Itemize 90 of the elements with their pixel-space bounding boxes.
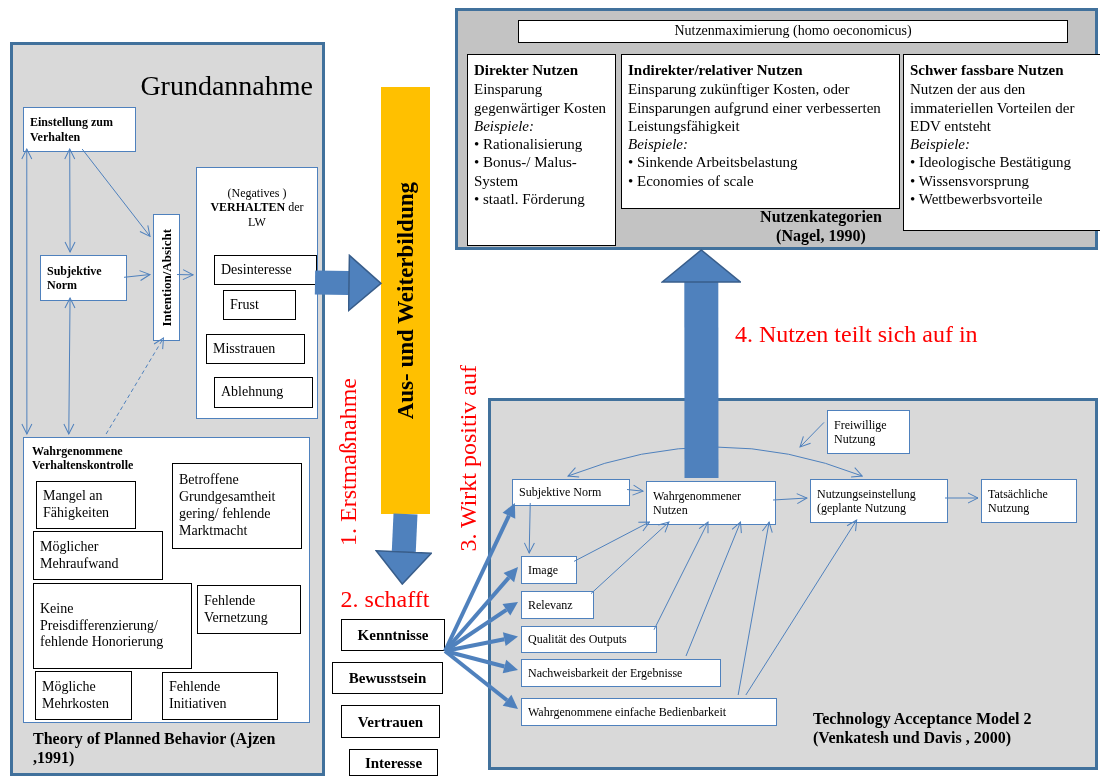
text-box: Fehlende Vernetzung <box>197 585 301 634</box>
text-box: Nachweisbarkeit der Ergebnisse <box>521 659 721 687</box>
examples-label: Beispiele: <box>474 116 535 136</box>
arrow <box>523 502 535 554</box>
category-heading: Indirekter/relativer Nutzen <box>628 61 804 80</box>
step-label: 4. Nutzen teilt sich auf in <box>735 322 978 346</box>
arrow <box>685 521 742 657</box>
text-box: Tatsächliche Nutzung <box>981 479 1077 523</box>
text-box: Nutzungseinstellung (geplante Nutzung <box>810 479 948 523</box>
text-box: Fehlende Initiativen <box>162 672 278 720</box>
text-box: Freiwillige Nutzung <box>827 410 910 454</box>
text-box: Desinteresse <box>214 255 317 285</box>
text-box: Intention/Absicht <box>153 214 180 341</box>
text-box: Subjektive Norm <box>512 479 630 506</box>
block-arrow <box>314 254 382 312</box>
group-box <box>196 167 318 419</box>
arrow <box>81 148 151 237</box>
arrow <box>737 521 773 696</box>
example-item: • Economies of scale <box>628 171 755 191</box>
panel-title: Grundannahme <box>139 69 313 103</box>
text-box: Subjektive Norm <box>40 255 127 301</box>
arrow <box>626 484 644 496</box>
text-box: Ablehnung <box>214 377 313 408</box>
text-box: Frust <box>223 290 296 320</box>
text-box: Wahrgenommene einfache Bedienbarkeit <box>521 698 777 726</box>
text-box: Möglicher Mehraufwand <box>33 531 163 580</box>
category-heading: Direkter Nutzen <box>474 61 579 80</box>
arrow <box>590 521 670 595</box>
example-item: • Ideologische Bestätigung <box>910 153 1073 172</box>
text-box: Mangel an Fähigkeiten <box>36 481 136 529</box>
example-item: • Bonus-/ Malus- System <box>474 153 578 191</box>
examples-label: Beispiele: <box>910 135 971 154</box>
example-item: • Wissensvorsprung <box>910 171 1030 191</box>
step-label: 2. schafft <box>331 584 439 614</box>
step-label: 3. Wirkt positiv auf <box>456 365 480 552</box>
arrow <box>64 148 76 253</box>
text-box: Vertrauen <box>341 705 440 738</box>
arrow <box>745 519 858 696</box>
example-item: • staatl. Förderung <box>474 190 586 209</box>
arrow <box>63 297 76 435</box>
category-box <box>467 54 616 246</box>
block-arrow <box>375 513 433 585</box>
model-panel <box>488 398 1098 770</box>
category-box <box>621 54 900 209</box>
arrow <box>21 148 33 435</box>
text-box: Mögliche Mehrkosten <box>35 671 132 720</box>
panel-caption: Theory of Planned Behavior (Ajzen ,1991) <box>33 729 277 768</box>
model-panel <box>10 42 325 776</box>
arrow <box>444 649 518 674</box>
text-box: Bewusstsein <box>332 662 443 694</box>
arrow <box>443 503 516 652</box>
text-box: Einstellung zum Verhalten <box>23 107 136 152</box>
example-item: • Sinkende Arbeitsbelastung <box>628 153 799 172</box>
category-heading: Schwer fassbare Nutzen <box>910 61 1065 80</box>
text-box: Kenntnisse <box>341 619 445 651</box>
panel-caption: Nutzenkategorien (Nagel, 1990) <box>759 207 883 246</box>
arrow <box>567 446 863 478</box>
example-item: • Wettbewerbsvorteile <box>910 190 1044 209</box>
arrow <box>772 493 808 505</box>
banner-bar: Aus- und Weiterbildung <box>381 87 430 514</box>
text-box: Misstrauen <box>206 334 305 364</box>
example-item: • Rationalisierung <box>474 135 584 154</box>
panel-caption: Technology Acceptance Model 2 (Venkatesh und Davis , 2000) <box>813 709 1033 748</box>
model-panel <box>455 8 1098 250</box>
arrow <box>176 269 194 281</box>
examples-label: Beispiele: <box>628 135 689 154</box>
step-label: 1. Erstmaßnahme <box>336 378 360 546</box>
text-box: Keine Preisdifferenzierung/ fehlende Honorierung <box>33 583 192 669</box>
category-description: Nutzen der aus den immateriellen Vorteilen der EDV entsteht <box>910 80 1076 136</box>
arrow <box>944 492 979 504</box>
group-box <box>23 437 310 723</box>
arrow <box>443 567 518 653</box>
arrow <box>443 649 518 709</box>
category-description: Einsparung zukünftiger Kosten, oder Einsparungen aufgrund einer verbesserten Leistungsfähigkeit <box>628 80 882 136</box>
group-heading: (Negatives ) VERHALTEN der LW <box>209 186 305 230</box>
arrow <box>653 521 709 631</box>
arrow <box>123 270 151 282</box>
category-box <box>903 54 1100 231</box>
category-description: Einsparung gegenwärtiger Kosten <box>474 80 608 117</box>
arrow <box>799 421 825 448</box>
text-box: Qualität des Outputs <box>521 626 657 653</box>
group-heading: Wahrgenommene Verhaltenskontrolle <box>32 444 135 473</box>
text-box: Image <box>521 556 577 584</box>
arrow <box>573 521 650 562</box>
text-box: Nutzenmaximierung (homo oeconomicus) <box>518 20 1068 43</box>
text-box: Interesse <box>349 749 438 776</box>
arrow <box>105 337 164 435</box>
text-box: Relevanz <box>521 591 594 619</box>
text-box: Betroffene Grundgesamtheit gering/ fehlende Marktmacht <box>172 463 302 549</box>
text-box: Wahrgenommener Nutzen <box>646 481 776 525</box>
